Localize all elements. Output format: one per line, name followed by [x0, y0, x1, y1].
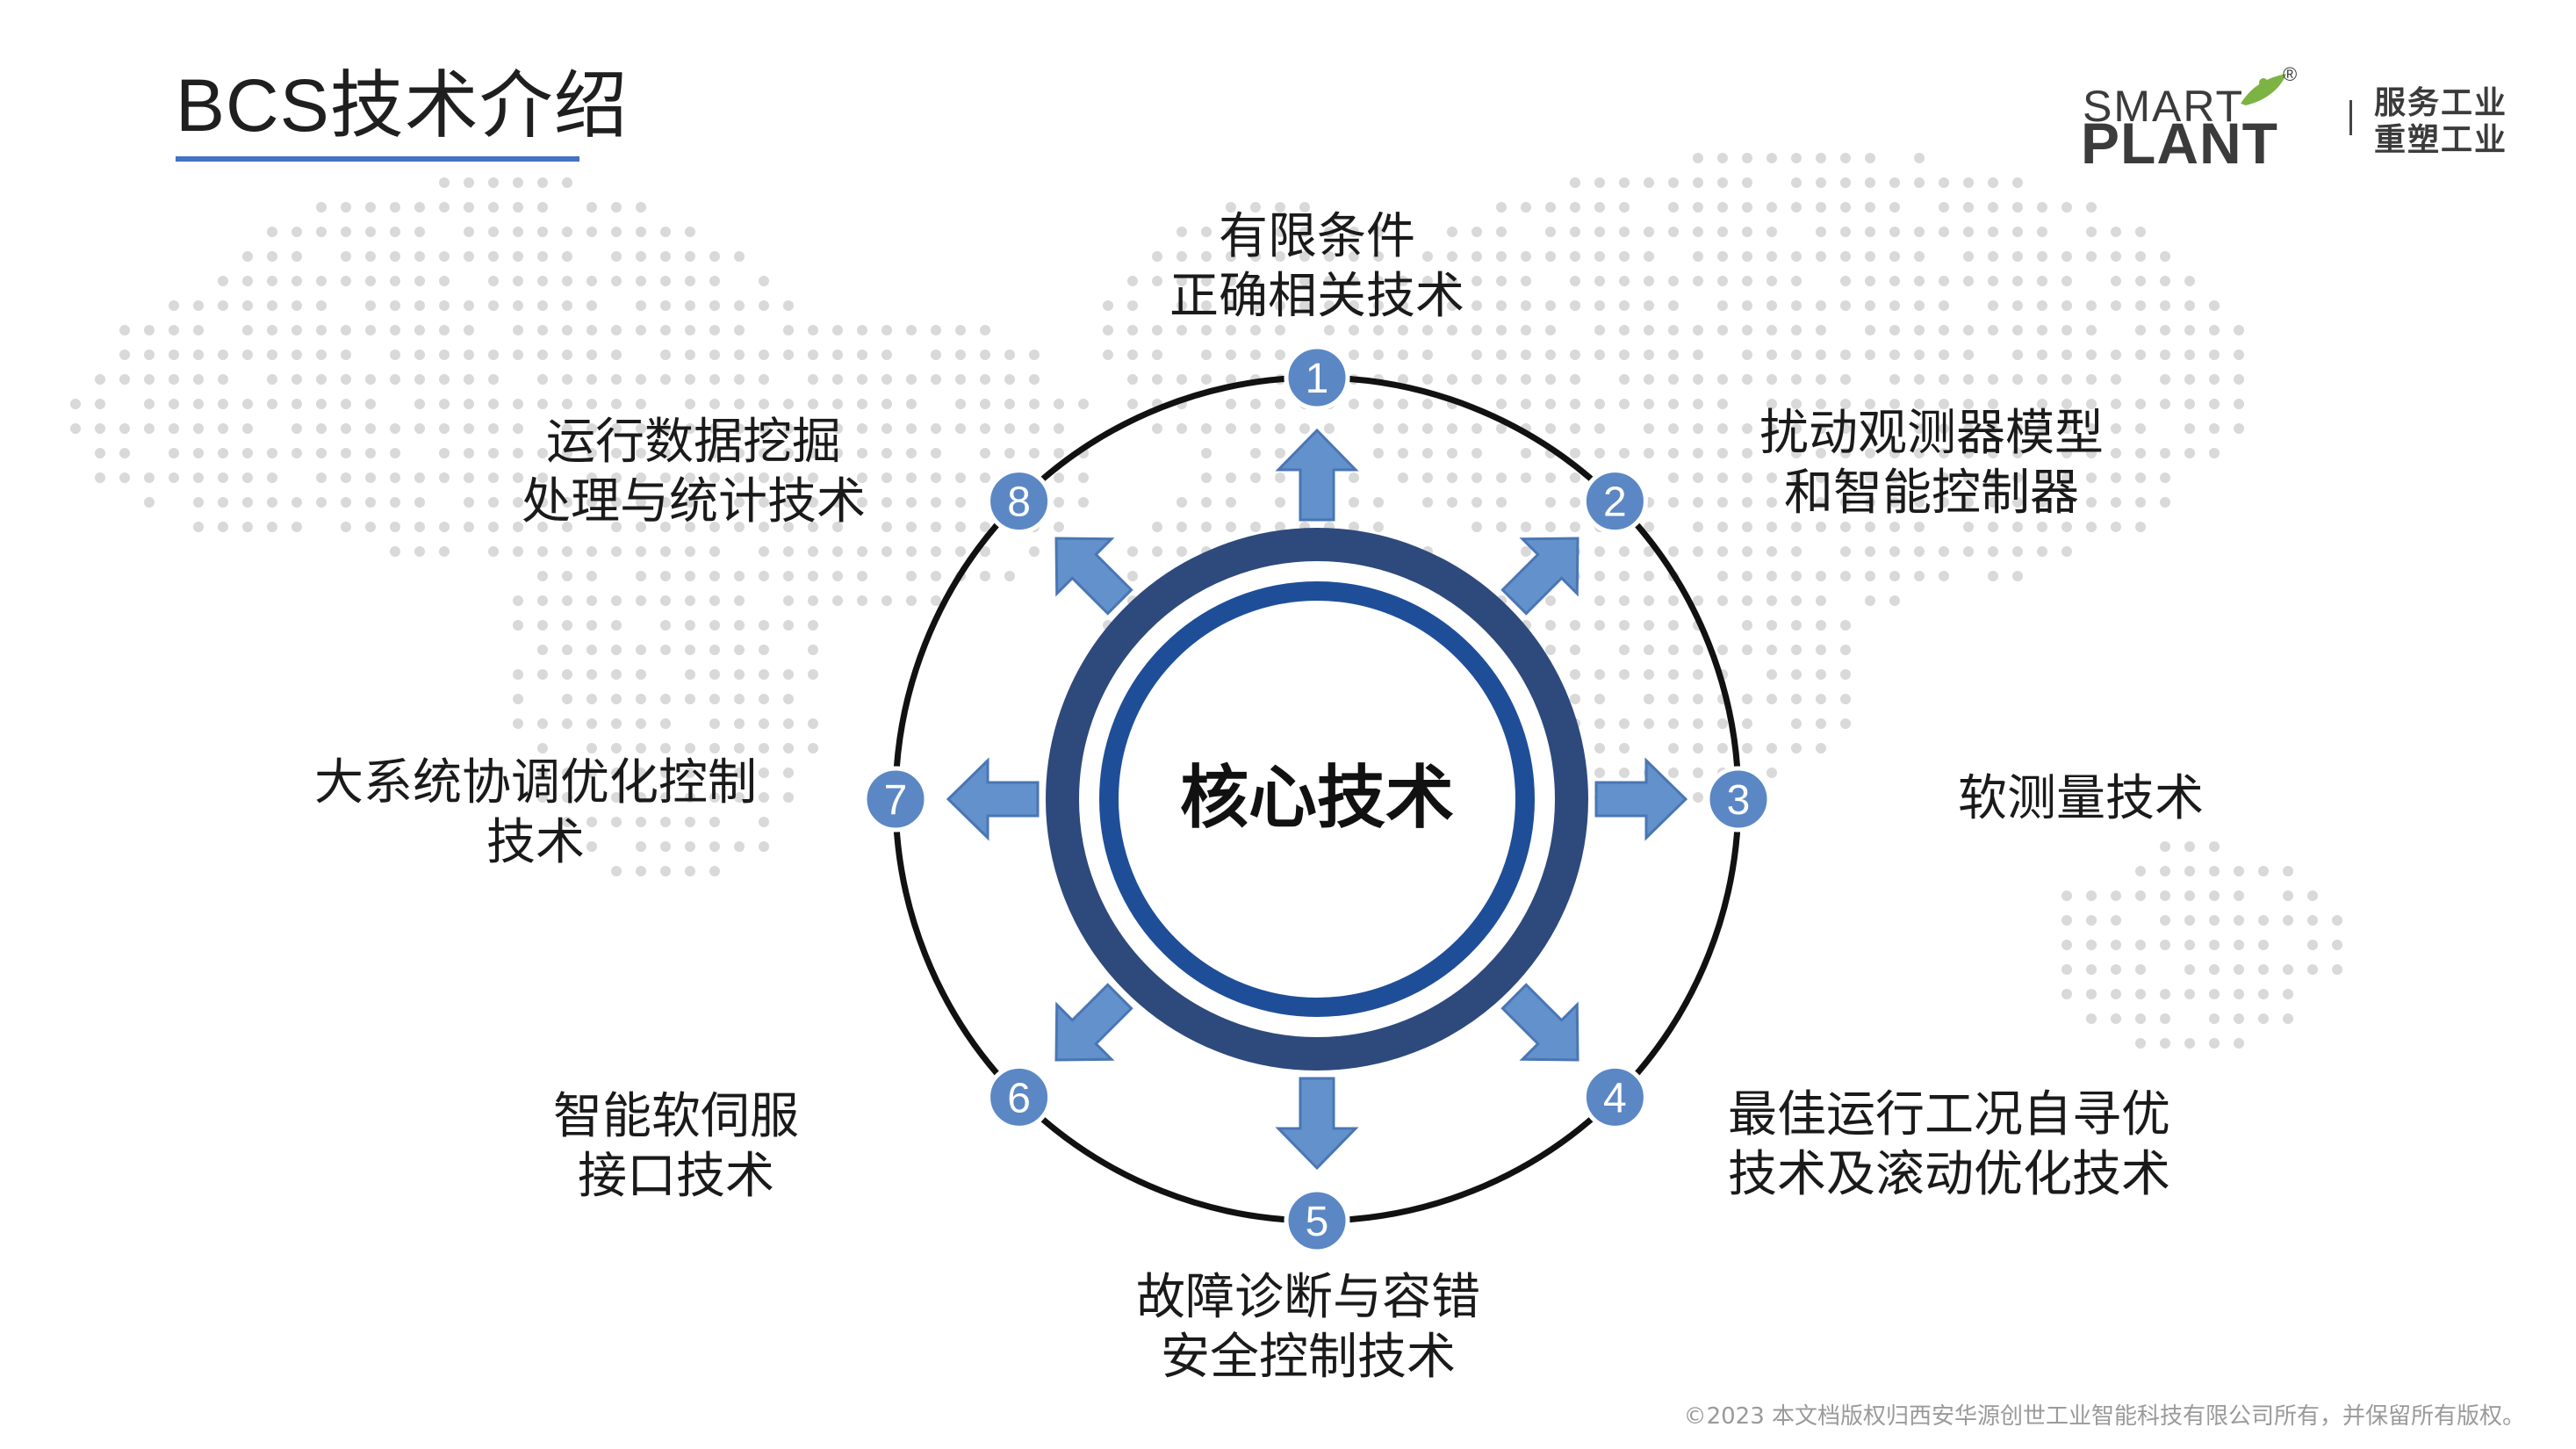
node-circle-4	[1581, 1063, 1648, 1130]
node-label-8: 运行数据挖掘 处理与统计技术	[522, 414, 866, 530]
arrow-3	[1594, 757, 1688, 841]
node-circle-2	[1581, 468, 1648, 535]
node-circle-3	[1705, 766, 1772, 833]
arrow-8	[1054, 537, 1133, 616]
slogan-line-2: 重塑工业	[2374, 122, 2508, 158]
node-number-6: 6	[1007, 1075, 1031, 1121]
title-underline	[176, 156, 579, 162]
node-label-3: 软测量技术	[1958, 770, 2204, 827]
arrow-6	[1054, 983, 1133, 1062]
arrow-4	[1500, 983, 1579, 1062]
logo-plant-text: PLANT	[2081, 111, 2278, 176]
leaf-icon	[2241, 74, 2286, 105]
arrow-1	[1275, 428, 1359, 522]
node-number-1: 1	[1306, 356, 1329, 402]
arrow-7	[946, 757, 1040, 841]
node-label-5: 故障诊断与容错 安全控制技术	[1136, 1269, 1480, 1386]
core-inner-ring	[1099, 581, 1535, 1017]
node-number-4: 4	[1603, 1075, 1627, 1121]
page-title: BCS技术介绍	[176, 64, 629, 147]
node-label-1: 有限条件 正确相关技术	[1169, 208, 1464, 325]
node-circle-1	[1284, 344, 1350, 411]
registered-mark: ®	[2283, 63, 2298, 85]
node-number-2: 2	[1603, 479, 1627, 526]
node-circle-7	[862, 766, 929, 833]
node-number-5: 5	[1306, 1199, 1329, 1245]
copyright-notice: ©2023 本文档版权归西安华源创世工业智能科技有限公司所有，并保留所有版权。	[1683, 1403, 2525, 1430]
logo-divider	[2349, 100, 2352, 135]
node-circle-5	[1284, 1187, 1350, 1254]
node-label-7: 大系统协调优化控制 技术	[314, 754, 757, 871]
node-number-8: 8	[1007, 479, 1031, 526]
node-label-4: 最佳运行工况自寻优 技术及滚动优化技术	[1728, 1086, 2170, 1203]
node-circle-8	[986, 468, 1053, 535]
arrow-2	[1500, 537, 1579, 616]
logo-smart-text: SMART	[2083, 82, 2245, 131]
arrow-5	[1275, 1077, 1359, 1171]
node-number-3: 3	[1727, 777, 1751, 824]
node-label-2: 扰动观测器模型 和智能控制器	[1759, 405, 2104, 522]
node-circle-6	[986, 1063, 1053, 1130]
slogan-line-1: 服务工业	[2374, 85, 2508, 121]
node-number-7: 7	[884, 777, 908, 824]
core-label: 核心技术	[1180, 759, 1454, 838]
node-label-6: 智能软伺服 接口技术	[553, 1088, 799, 1205]
